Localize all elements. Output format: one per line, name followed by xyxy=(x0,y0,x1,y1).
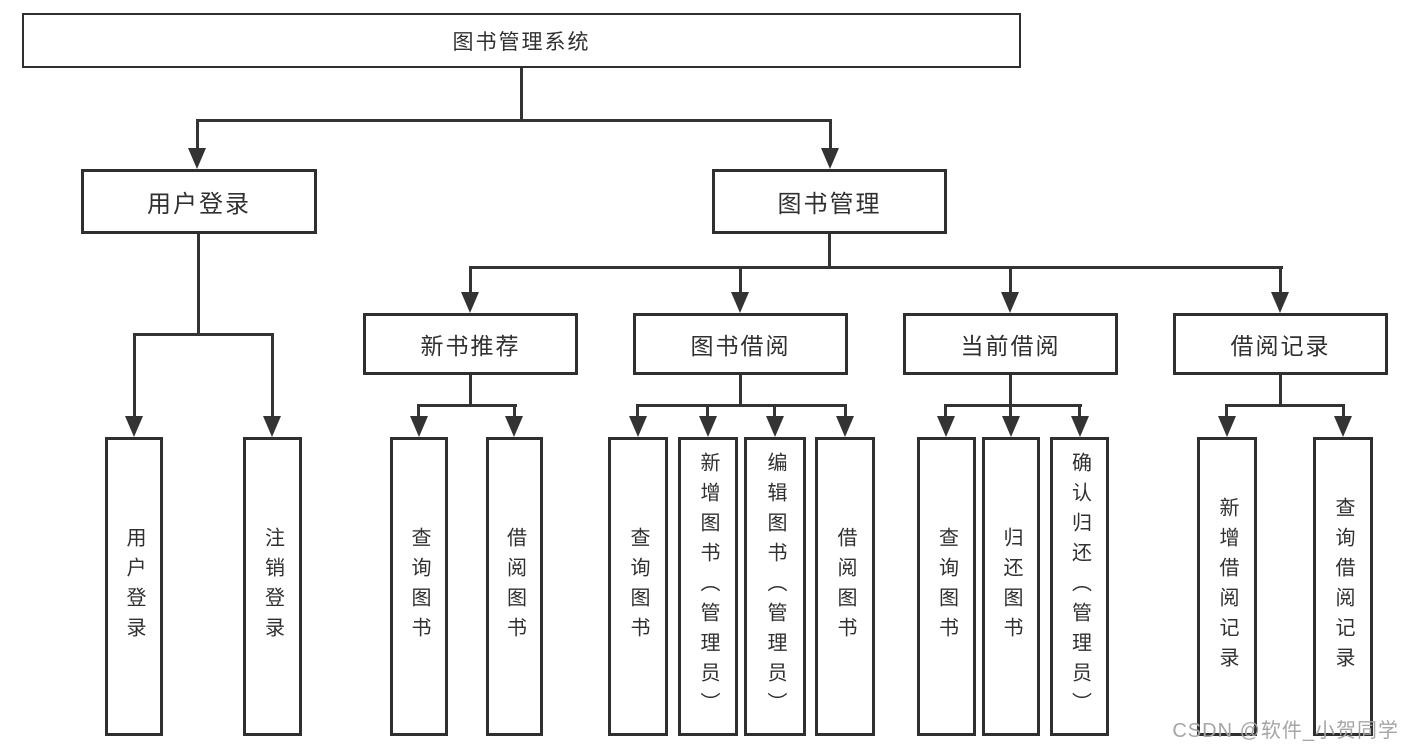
connector-to-leaf-borrow-books-recommend xyxy=(513,404,516,419)
node-library-management-system: 图书管理系统 xyxy=(22,13,1021,68)
leaf-label: 用户登录 xyxy=(123,526,145,647)
node-book-management: 图书管理 xyxy=(712,169,947,234)
arrowhead-new-book-recommend-icon xyxy=(461,292,479,313)
arrowhead-leaf-logout-icon xyxy=(263,416,281,437)
arrowhead-user-login-icon xyxy=(188,148,206,169)
leaf-borrow-books-recommend: 借阅图书 xyxy=(486,437,543,736)
leaf-label: 编辑图书（管理员） xyxy=(764,451,786,722)
connector-current-borrowing-stem xyxy=(1009,375,1012,407)
arrowhead-current-borrowing-icon xyxy=(1001,292,1019,313)
leaf-user-login: 用户登录 xyxy=(105,437,163,736)
leaf-label: 注销登录 xyxy=(261,526,284,647)
node-current-borrowing: 当前借阅 xyxy=(903,313,1118,375)
connector-new-book-recommend-stem xyxy=(469,375,472,407)
leaf-logout-login: 注销登录 xyxy=(243,437,302,736)
connector-to-leaf-query-books-recommend xyxy=(417,404,420,419)
leaf-label: 新增借阅记录 xyxy=(1216,496,1238,677)
connector-current-borrowing-crossbar xyxy=(944,404,1082,407)
leaf-query-borrow-record: 查询借阅记录 xyxy=(1313,437,1373,736)
connector-to-leaf-user-login xyxy=(133,333,136,418)
leaf-label: 查询图书 xyxy=(408,526,430,647)
connector-borrowing-records-stem xyxy=(1279,375,1282,407)
arrowhead-leaf-query-books-current-icon xyxy=(937,416,955,437)
leaf-confirm-return-admin: 确认归还（管理员） xyxy=(1050,437,1109,736)
connector-user-login-stem xyxy=(197,234,200,336)
arrowhead-leaf-edit-books-admin-icon xyxy=(766,416,784,437)
node-user-login: 用户登录 xyxy=(81,169,317,234)
connector-to-leaf-query-books-borrowing xyxy=(636,404,639,419)
connector-to-leaf-return-books xyxy=(1009,404,1012,419)
connector-to-leaf-edit-books-admin xyxy=(773,404,776,419)
arrowhead-leaf-user-login-icon xyxy=(125,416,143,437)
connector-book-management-crossbar xyxy=(469,266,1283,269)
leaf-label: 借阅图书 xyxy=(834,526,856,647)
arrowhead-leaf-query-borrow-record-icon xyxy=(1334,416,1352,437)
arrowhead-book-borrowing-icon xyxy=(731,292,749,313)
leaf-edit-books-admin: 编辑图书（管理员） xyxy=(744,437,806,736)
connector-to-leaf-query-borrow-record xyxy=(1342,404,1345,419)
leaf-label: 查询图书 xyxy=(627,526,649,647)
arrowhead-leaf-query-books-recommend-icon xyxy=(410,416,428,437)
leaf-return-books: 归还图书 xyxy=(982,437,1040,736)
leaf-label: 归还图书 xyxy=(1000,526,1022,647)
connector-root-stem xyxy=(520,68,523,120)
connector-to-book-borrowing xyxy=(739,266,742,294)
connector-to-leaf-add-books-admin xyxy=(706,404,709,419)
node-new-book-recommend: 新书推荐 xyxy=(363,313,578,375)
node-label: 借阅记录 xyxy=(1230,333,1331,359)
connector-to-leaf-add-borrow-record xyxy=(1225,404,1228,419)
arrowhead-leaf-add-books-admin-icon xyxy=(699,416,717,437)
connector-borrowing-records-crossbar xyxy=(1225,404,1345,407)
connector-root-crossbar xyxy=(196,119,832,122)
connector-book-management-stem xyxy=(828,234,831,269)
connector-to-leaf-query-books-current xyxy=(944,404,947,419)
node-borrowing-records: 借阅记录 xyxy=(1173,313,1388,375)
connector-to-user-login xyxy=(196,119,199,150)
node-label: 图书借阅 xyxy=(690,333,791,359)
node-label: 当前借阅 xyxy=(960,333,1061,359)
leaf-label: 查询图书 xyxy=(935,526,958,647)
connector-new-book-recommend-crossbar xyxy=(417,404,517,407)
node-label: 图书管理系统 xyxy=(452,30,591,54)
arrowhead-leaf-return-books-icon xyxy=(1002,416,1020,437)
node-book-borrowing: 图书借阅 xyxy=(633,313,848,375)
arrowhead-book-management-icon xyxy=(821,148,839,169)
leaf-label: 借阅图书 xyxy=(503,526,526,647)
connector-to-new-book-recommend xyxy=(469,266,472,294)
leaf-borrow-books: 借阅图书 xyxy=(815,437,875,736)
arrowhead-leaf-confirm-return-admin-icon xyxy=(1071,416,1089,437)
arrowhead-leaf-add-borrow-record-icon xyxy=(1218,416,1236,437)
leaf-query-books-current: 查询图书 xyxy=(917,437,976,736)
connector-to-current-borrowing xyxy=(1009,266,1012,294)
connector-to-leaf-confirm-return-admin xyxy=(1078,404,1081,419)
leaf-add-borrow-record: 新增借阅记录 xyxy=(1197,437,1257,736)
connector-to-book-management xyxy=(829,119,832,150)
node-label: 新书推荐 xyxy=(420,333,521,359)
watermark: CSDN @软件_小贺同学 xyxy=(1172,720,1399,742)
connector-book-borrowing-stem xyxy=(739,375,742,407)
leaf-query-books-borrowing: 查询图书 xyxy=(608,437,668,736)
arrowhead-leaf-query-books-borrowing-icon xyxy=(629,416,647,437)
connector-to-leaf-logout xyxy=(271,333,274,418)
node-label: 图书管理 xyxy=(777,191,882,218)
node-label: 用户登录 xyxy=(147,191,251,218)
leaf-query-books-recommend: 查询图书 xyxy=(390,437,448,736)
leaf-label: 新增图书（管理员） xyxy=(697,451,719,722)
connector-user-login-crossbar xyxy=(133,333,274,336)
leaf-label: 确认归还（管理员） xyxy=(1068,451,1091,722)
arrowhead-leaf-borrow-books-recommend-icon xyxy=(505,416,523,437)
connector-book-borrowing-crossbar xyxy=(636,404,847,407)
connector-to-borrowing-records xyxy=(1279,266,1282,294)
arrowhead-leaf-borrow-books-icon xyxy=(836,416,854,437)
arrowhead-borrowing-records-icon xyxy=(1271,292,1289,313)
connector-to-leaf-borrow-books xyxy=(844,404,847,419)
leaf-label: 查询借阅记录 xyxy=(1332,496,1354,677)
leaf-add-books-admin: 新增图书（管理员） xyxy=(678,437,738,736)
